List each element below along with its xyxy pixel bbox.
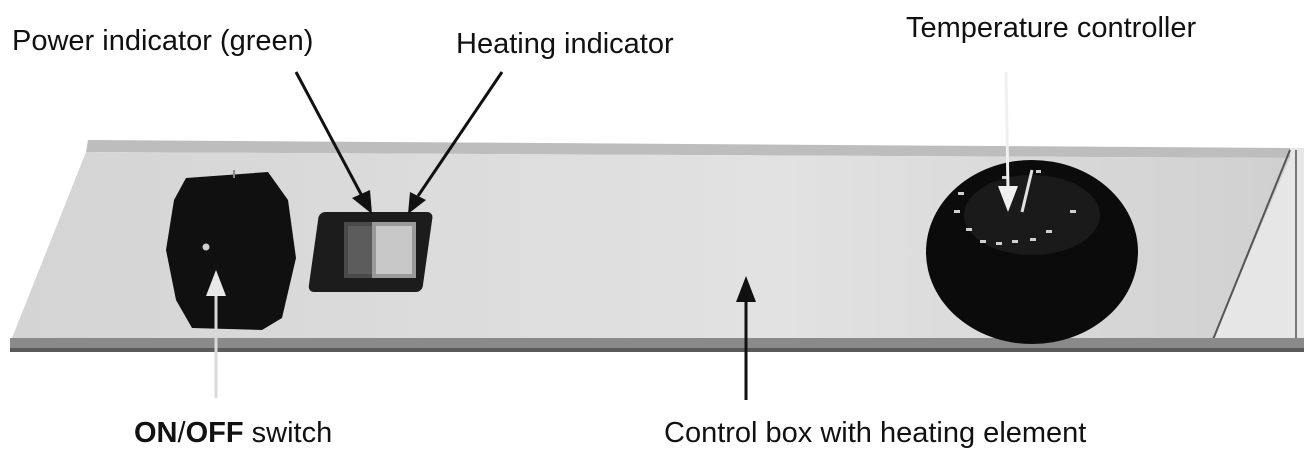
switch-arrow <box>206 270 226 398</box>
switch-body[interactable] <box>166 172 296 330</box>
control-box-base <box>10 338 1304 350</box>
switch-off-text: OFF <box>185 417 244 449</box>
control-box-arrow <box>736 276 756 400</box>
temperature-controller-arrow <box>998 71 1018 212</box>
knob-scale-marks <box>954 170 1076 245</box>
switch-dot <box>202 243 210 251</box>
on-off-switch[interactable] <box>166 170 296 330</box>
switch-on-text: ON <box>134 417 178 449</box>
temperature-controller-label: Temperature controller <box>906 12 1197 44</box>
temperature-knob[interactable] <box>926 160 1138 344</box>
heating-indicator-label: Heating indicator <box>456 28 674 60</box>
leader-arrows <box>206 71 1018 400</box>
knob-pointer <box>1020 169 1034 213</box>
control-box-side <box>1214 148 1304 350</box>
power-indicator-label: Power indicator (green) <box>12 25 314 57</box>
on-off-switch-label: ON/OFF switch <box>134 419 332 448</box>
power-indicator-arrow <box>294 71 372 214</box>
control-box-label: Control box with heating element <box>664 417 1087 449</box>
switch-rest-text: switch <box>243 417 333 449</box>
heating-indicator-arrow <box>408 71 504 214</box>
indicator-lamps <box>308 212 433 292</box>
switch-sep-text: / <box>177 417 186 449</box>
